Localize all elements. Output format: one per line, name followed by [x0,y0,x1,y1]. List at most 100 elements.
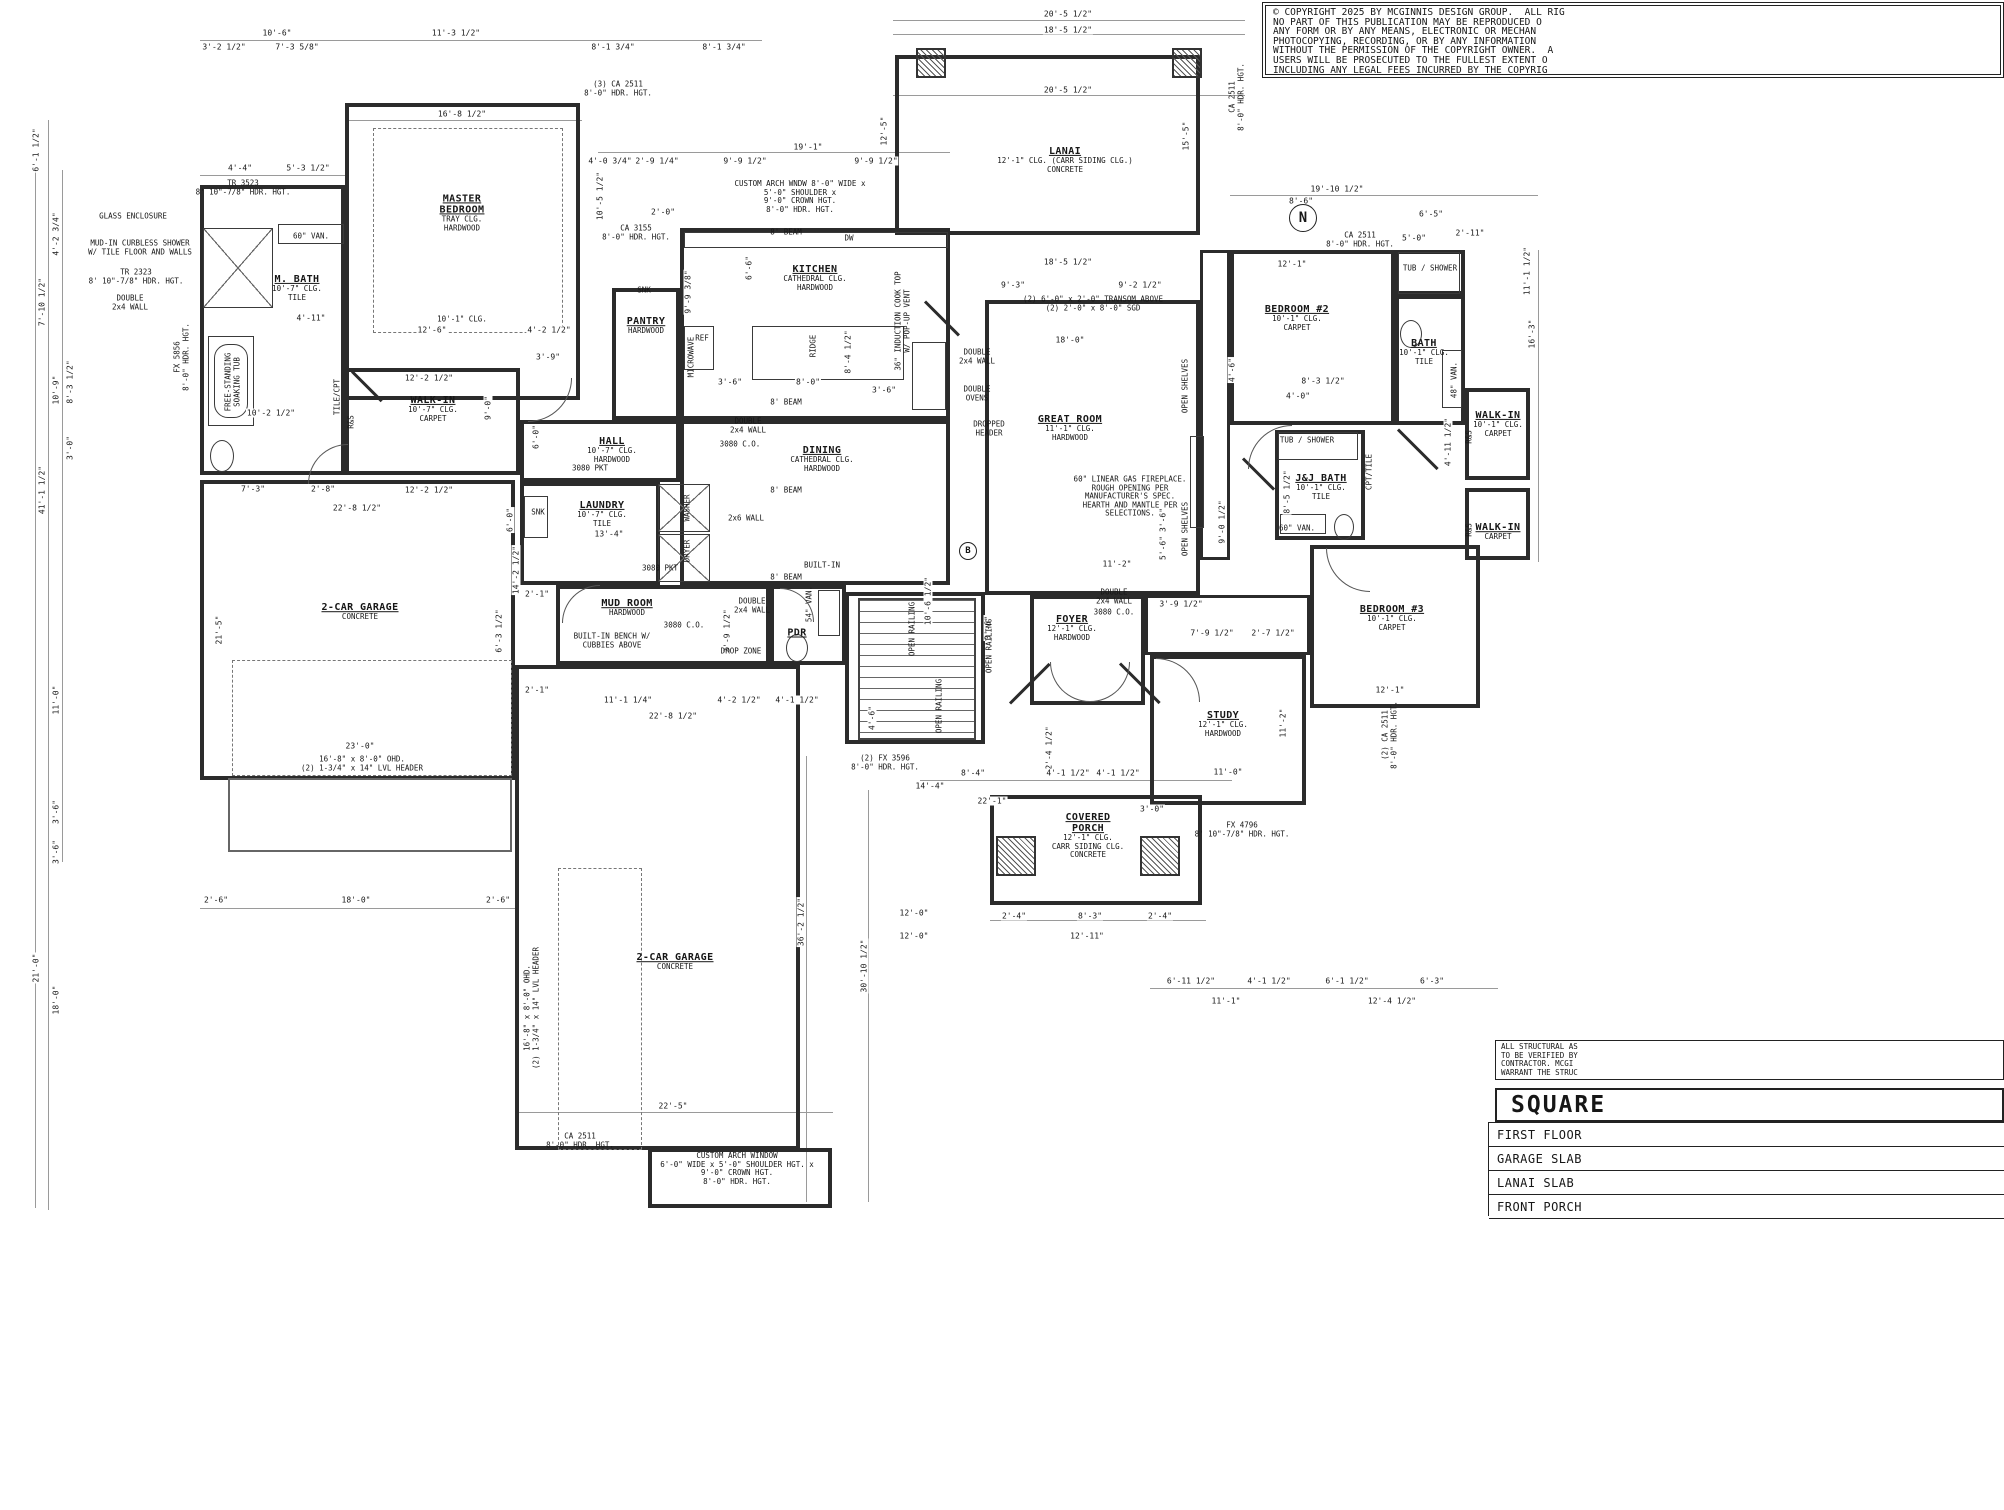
dimension-line [598,152,950,153]
dimension-line [200,175,345,176]
dryer [658,534,710,582]
annotation-note: TUB / SHOWER [1279,435,1335,445]
dimension-label: 8'-3" [1076,911,1104,921]
dimension-label: 20'-5 1/2" [1042,85,1094,95]
dimension-label: 12'-11" [1069,931,1105,941]
dimension-label: 12'-6" [416,325,448,335]
annotation-note: FREE-STANDING SOAKING TUB [223,352,241,412]
dimension-label: 22'-8 1/2" [647,711,699,721]
annotation-note: 8' BEAM [770,227,802,237]
double-ovens [912,342,946,410]
annotation-note: CA 2511 8'-0" HDR. HGT. [546,1131,614,1149]
room-outline-m-bath [200,185,345,475]
annotation-note: OPEN RAILING [934,678,944,734]
annotation-note: SNK [637,285,651,295]
annotation-note: (2) 6'-0" x 2'-0" TRANSOM ABOVE (2) 2'-0… [1023,294,1163,312]
dimension-label: 3'-0" [65,434,75,462]
refrigerator [684,326,714,370]
room-outline-walk-in-3 [1465,488,1530,560]
dimension-label: 6'-0" [505,506,515,534]
room-outline-master-bedroom [345,103,580,400]
annotation-note: TILE/CPT [332,378,342,416]
annotation-note: 3080 C.O. [719,439,761,449]
porch-column [996,836,1036,876]
room-outline-foyer [1030,595,1145,705]
dimension-label: 8'-1 3/4" [701,42,747,52]
dimension-label: 21'-5" [214,614,224,646]
toilet [1334,514,1354,540]
annotation-note: 16'-8" x 8'-0" OHD. (2) 1-3/4" x 14" LVL… [301,754,423,772]
dimension-line [345,120,582,121]
dimension-label: 6'-0" [531,423,541,451]
dimension-label: 10'-6 1/2" [923,575,933,627]
north-arrow-icon: N [1289,204,1317,232]
dimension-label: 14'-2 1/2" [511,544,521,596]
annotation-note: DW [844,233,854,243]
vanity [1280,514,1326,534]
laundry-sink [524,496,548,538]
annotation-note: 2x6 WALL [727,513,765,523]
dimension-line [806,756,807,1202]
dimension-label: 11'-1 1/4" [602,695,654,705]
dimension-label: 8'-4" [959,768,987,778]
annotation-note: 3080 PKT [571,463,609,473]
room-outline-stair-hall [845,592,985,744]
dimension-line [1150,988,1498,989]
annotation-note: 3080 C.O. [1093,607,1135,617]
dimension-label: 10'-6" [261,28,293,38]
annotation-note: SNK [531,507,545,517]
annotation-note: DOUBLE 2x4 WALL [111,293,149,311]
dimension-label: 20'-5 1/2" [1042,9,1094,19]
annotation-note: (2) CA 2511 8'-0" HDR. HGT. [1380,701,1398,769]
dimension-label: 3'-9 1/2" [1158,599,1204,609]
annotation-note: GLASS ENCLOSURE [99,211,167,221]
sqft-row-garage-slab: GARAGE SLAB [1489,1147,2004,1171]
dimension-label: 19'-10 1/2" [1309,184,1365,194]
porch-column [1140,836,1180,876]
annotation-note: FX 5856 8'-0" HDR. HGT. [172,323,190,391]
annotation-note: CA 3155 8'-0" HDR. HGT. [602,223,670,241]
dimension-label: 4'-4" [226,163,254,173]
dimension-line [990,920,1206,921]
room-label-pdr: PDR [787,627,807,639]
tray-ceiling [373,128,563,333]
room-outline-hall [520,420,680,482]
dimension-line [62,170,63,862]
room-outline-laundry [520,482,660,585]
dimension-label: 41'-1 1/2" [37,464,47,516]
dimension-label: 15'-5" [1181,120,1191,152]
dimension-label: 22'-8 1/2" [331,503,383,513]
annotation-note: CA 2511 8'-0" HDR. HGT. [1326,230,1394,248]
dimension-label: 21'-0" [31,952,41,984]
toilet [210,440,234,472]
dimension-label: 2'-8" [309,484,337,494]
annotation-note: TUB / SHOWER [1402,263,1458,273]
dimension-label: 9'-0 1/2" [1217,499,1227,545]
dimension-label: 18'-0" [1054,335,1086,345]
dimension-label: 12'-0" [898,908,930,918]
dimension-label: 9'-9 1/2" [853,156,899,166]
dimension-label: 11'-2" [1278,707,1288,739]
annotation-note: CPT/TILE [1364,453,1374,491]
annotation-note: DOUBLE 2x4 WALL [733,596,771,614]
dimension-label: 12'-2 1/2" [403,373,455,383]
room-outline-hall-3 [1145,595,1310,655]
dimension-label: 2'-11" [1454,228,1486,238]
dimension-label: 6'-5" [1417,209,1445,219]
room-outline-stoop [228,778,512,852]
annotation-note: (2) FX 3596 8'-0" HDR. HGT. [851,753,919,771]
vanity [278,224,344,244]
annotation-note: R&S [1464,523,1474,537]
dimension-line [515,1112,833,1113]
annotation-note: DROP ZONE [720,646,762,656]
